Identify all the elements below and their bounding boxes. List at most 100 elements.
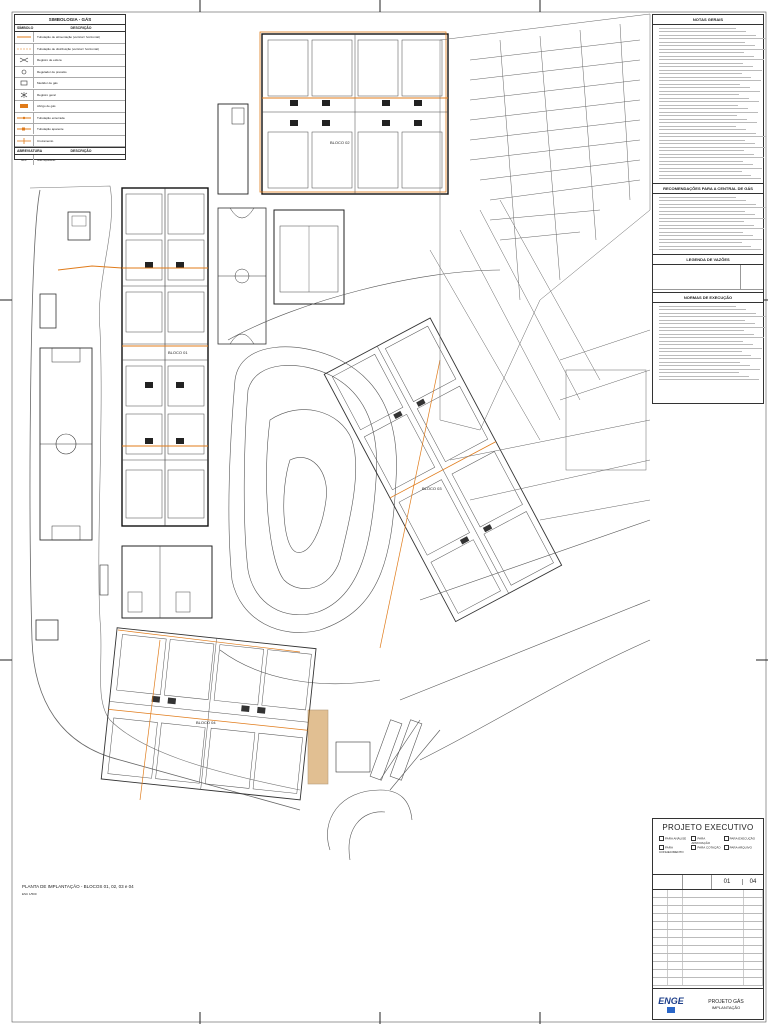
note-text-line — [659, 210, 745, 212]
drawing-name: IMPLANTAÇÃO — [711, 1004, 741, 1010]
revision-row — [653, 970, 763, 978]
note-text-line — [659, 238, 763, 240]
note-text-line — [659, 34, 756, 36]
note-text-line — [659, 38, 766, 39]
legend-row-desc: Regulador de pressão — [37, 69, 67, 74]
legend-row-desc: Registro de esfera — [37, 58, 62, 63]
plan-scale: ESC 1/500 — [22, 892, 37, 896]
stage-option[interactable]: PARA ANÁLISE — [659, 836, 691, 845]
note-text-line — [659, 221, 744, 222]
notes-norms-heading: NORMAS DE EXECUÇÃO — [653, 292, 763, 303]
bloco-02-label: BLOCO 02 — [330, 140, 350, 145]
note-text-line — [659, 55, 754, 57]
note-text-line — [659, 207, 766, 208]
note-text-line — [659, 27, 736, 29]
note-text-line — [659, 326, 765, 328]
note-text-line — [659, 372, 740, 373]
legend-row-desc: Medidor de gás — [37, 81, 58, 86]
note-text-line — [659, 83, 741, 85]
stage-option[interactable]: PARA CONHECIMENTO — [659, 845, 684, 854]
legend-row: Cruzamento — [15, 135, 125, 147]
note-text-line — [659, 340, 743, 342]
revision-row — [653, 906, 763, 914]
legend-row-desc: Cruzamento — [37, 138, 54, 143]
revision-table — [653, 889, 763, 986]
stage-option[interactable]: PARA COTAÇÃO — [691, 845, 723, 854]
note-text-line — [659, 90, 761, 92]
legend-row: Tubulação enterrada — [15, 112, 125, 124]
legend-row: Registro geral — [15, 89, 125, 101]
note-text-line — [659, 358, 762, 359]
legend-symbol-header: SÍMBOLO — [17, 26, 34, 30]
stage-option[interactable]: PARA APROVAÇÃO — [691, 836, 711, 845]
note-text-line — [659, 196, 736, 198]
note-text-line — [659, 118, 747, 120]
note-text-line — [659, 309, 746, 310]
company-logo-text: ENGE — [658, 995, 684, 1006]
note-text-line — [659, 31, 746, 32]
legend-row: Tubulação de alimentação (vertical / hor… — [15, 32, 125, 44]
legend-abbr-header: ABREVIATURA DESCRIÇÃO — [15, 147, 125, 155]
revision-row — [653, 930, 763, 938]
stage-option[interactable]: PARA EXECUÇÃO — [723, 836, 756, 845]
note-text-line — [659, 235, 753, 236]
note-text-line — [659, 379, 760, 380]
legend-row: Abrigo de gás — [15, 101, 125, 113]
note-text-line — [659, 319, 745, 321]
note-text-line — [659, 249, 762, 250]
note-text-line — [659, 157, 764, 158]
bloco-01-building — [121, 187, 209, 527]
legend-row-desc: Tubulação de distribuição (vertical / ho… — [37, 46, 99, 51]
notes-general-lines — [653, 27, 766, 179]
legend-row: Medidor de gás — [15, 78, 125, 90]
note-text-line — [659, 312, 756, 314]
note-text-line — [659, 214, 755, 215]
legend-title: SIMBOLOGIA - GÁS — [15, 15, 125, 25]
note-text-line — [659, 69, 763, 71]
note-text-line — [659, 94, 740, 95]
note-text-line — [659, 122, 757, 123]
note-text-line — [659, 171, 742, 172]
legend-abbr-desc-col: DESCRIÇÃO — [70, 149, 92, 153]
note-text-line — [659, 48, 765, 50]
note-text-line — [659, 361, 741, 363]
project-stage: PROJETO EXECUTIVO — [662, 823, 754, 832]
note-text-line — [659, 66, 753, 67]
notes-central-lines — [653, 196, 766, 250]
note-text-line — [659, 136, 766, 137]
note-text-line — [659, 178, 762, 179]
note-text-line — [659, 87, 751, 88]
note-text-line — [659, 337, 764, 338]
plan-caption: PLANTA DE IMPLANTAÇÃO - BLOCOS 01, 02, 0… — [22, 884, 134, 889]
revision-row — [653, 946, 763, 954]
legend-row: Tubulação de distribuição (vertical / ho… — [15, 43, 125, 55]
legend-row-desc: Tubulação enterrada — [37, 115, 65, 120]
revision-row — [653, 962, 763, 970]
sports-court — [217, 207, 267, 345]
bloco-02-building — [259, 31, 449, 195]
parking-area — [429, 13, 651, 521]
note-text-line — [659, 76, 752, 78]
notes-flow-table — [653, 265, 763, 290]
note-text-line — [659, 125, 736, 127]
revision-row — [653, 938, 763, 946]
note-text-line — [659, 242, 742, 243]
note-text-line — [659, 365, 751, 366]
stage-option[interactable]: PARA ARQUIVO — [723, 845, 756, 854]
note-text-line — [659, 153, 754, 155]
note-text-line — [659, 143, 755, 144]
note-text-line — [659, 104, 739, 106]
notes-flow-heading: LEGENDA DE VAZÕES — [653, 254, 763, 265]
revision-row — [653, 914, 763, 922]
soccer-field — [39, 347, 93, 541]
note-text-line — [659, 167, 763, 169]
note-text-line — [659, 316, 766, 317]
note-text-line — [659, 323, 755, 324]
note-text-line — [659, 203, 756, 205]
note-text-line — [659, 59, 764, 60]
sheet-number-row: 01 04 — [653, 874, 763, 889]
project-name: PROJETO GÁS — [708, 998, 744, 1005]
note-text-line — [659, 146, 765, 148]
legend-row: Tubulação aparente — [15, 124, 125, 136]
